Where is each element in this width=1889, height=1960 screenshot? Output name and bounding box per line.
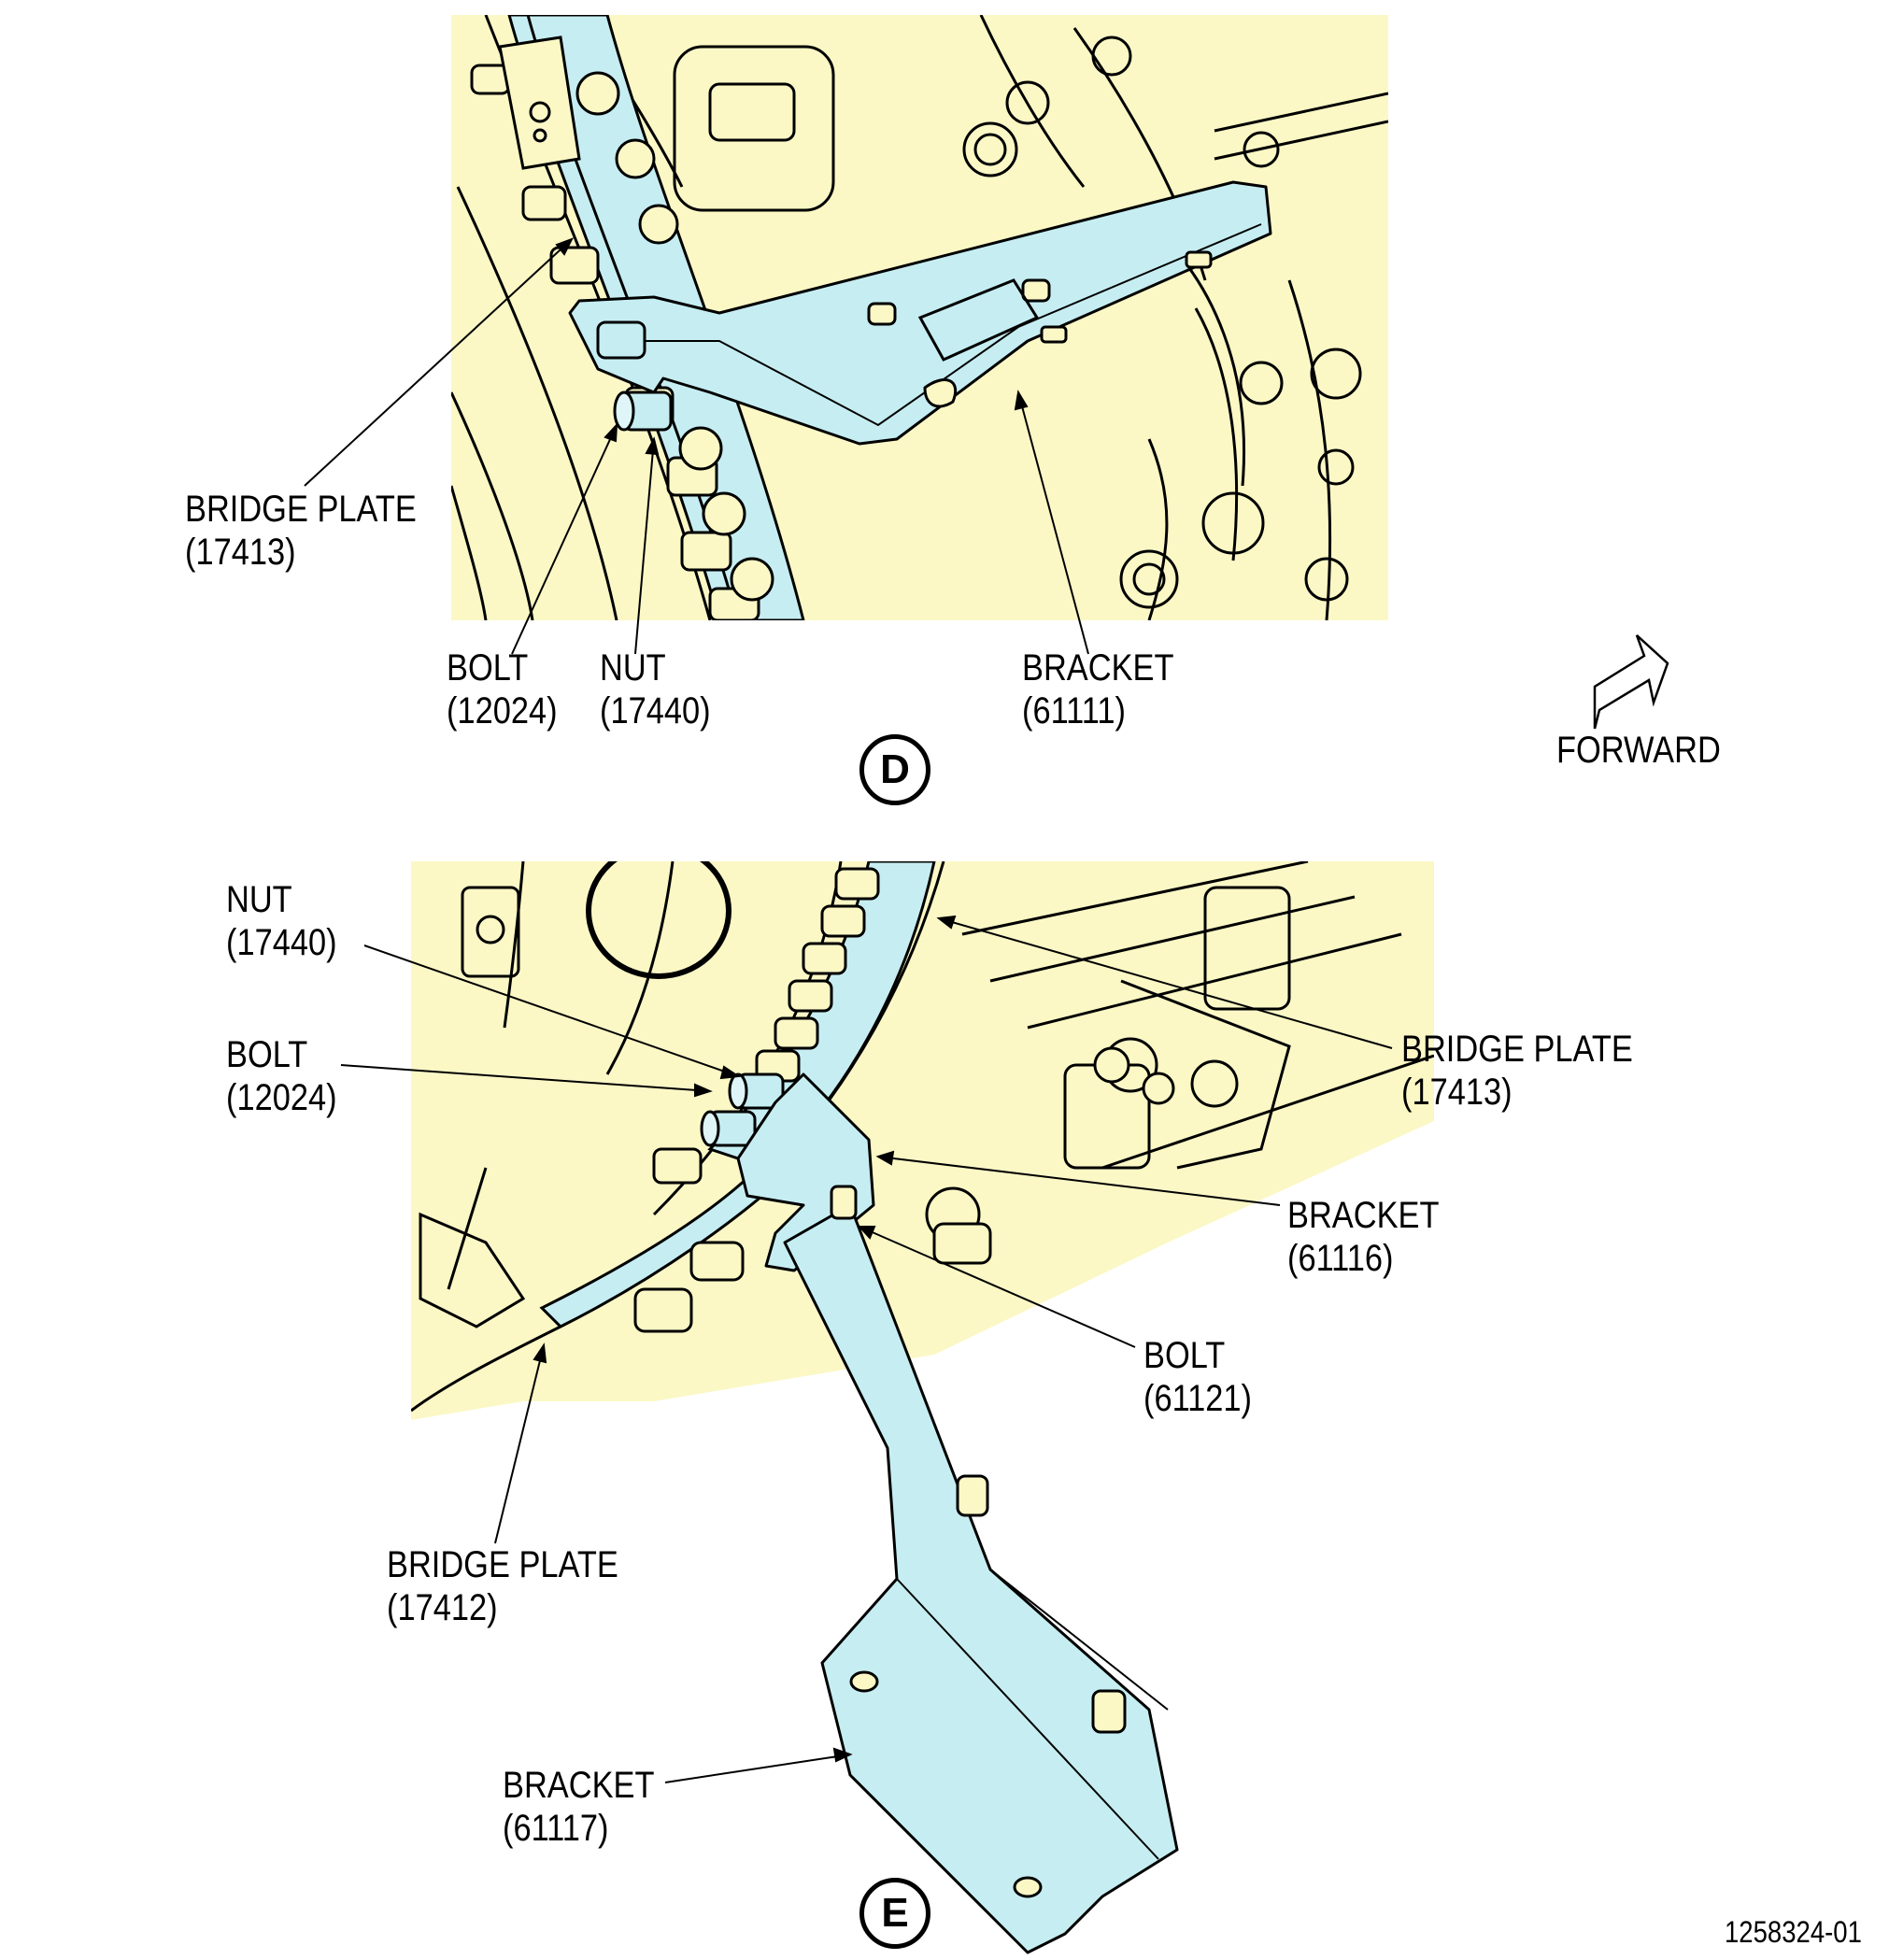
view-d-label-bolt: BOLT (12024) [447, 646, 558, 732]
label-name: BOLT [1143, 1335, 1226, 1376]
label-name: NUT [600, 647, 666, 689]
label-part-number: (61111) [1022, 690, 1126, 731]
label-name: BRIDGE PLATE [1401, 1029, 1633, 1070]
view-e-label-bracket-61116: BRACKET (61116) [1287, 1194, 1439, 1280]
label-part-number: (12024) [226, 1077, 337, 1118]
view-e-leaders [340, 915, 1393, 1783]
label-part-number: (61116) [1287, 1238, 1394, 1279]
label-part-number: (61121) [1143, 1378, 1253, 1419]
forward-arrow-icon [1593, 634, 1669, 730]
figure-number: 1258324-01 [1725, 1915, 1862, 1949]
label-part-number: (17412) [387, 1587, 498, 1628]
forward-label: FORWARD [1556, 730, 1721, 771]
view-d-drawing [451, 15, 1388, 620]
view-d-letter: D [859, 734, 930, 805]
view-e-drawing [411, 861, 1434, 1954]
label-name: BRIDGE PLATE [185, 489, 417, 530]
bracket-61111-shape [568, 180, 1272, 446]
view-e-label-bolt-61121: BOLT (61121) [1143, 1334, 1252, 1420]
label-name: BRACKET [1287, 1195, 1440, 1236]
label-name: BRACKET [503, 1765, 655, 1806]
view-e-label-bridge-plate-17413: BRIDGE PLATE (17413) [1401, 1028, 1633, 1114]
view-e-label-nut: NUT (17440) [226, 878, 337, 964]
view-e-label-bolt-12024: BOLT (12024) [226, 1033, 337, 1119]
label-part-number: (61117) [503, 1808, 609, 1849]
label-part-number: (17413) [185, 532, 296, 573]
label-part-number: (17440) [226, 922, 337, 963]
view-e-label-bridge-plate-17412: BRIDGE PLATE (17412) [387, 1543, 618, 1629]
label-name: NUT [226, 879, 292, 920]
label-name: BOLT [447, 647, 529, 689]
label-part-number: (12024) [447, 690, 558, 731]
label-part-number: (17413) [1401, 1072, 1513, 1113]
label-name: BRIDGE PLATE [387, 1544, 618, 1585]
view-d-label-bridge-plate: BRIDGE PLATE (17413) [185, 488, 417, 574]
view-e-letter: E [859, 1878, 930, 1949]
label-name: BRACKET [1022, 647, 1174, 689]
view-e-label-bracket-61117: BRACKET (61117) [503, 1764, 654, 1850]
label-part-number: (17440) [600, 690, 711, 731]
view-d-label-bracket: BRACKET (61111) [1022, 646, 1173, 732]
view-d-label-nut: NUT (17440) [600, 646, 711, 732]
view-d-leaders [304, 237, 1089, 655]
label-name: BOLT [226, 1034, 308, 1075]
